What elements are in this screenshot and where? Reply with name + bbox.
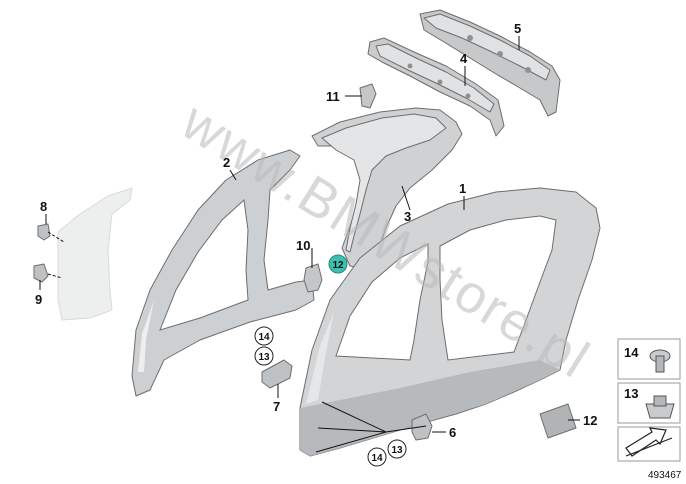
callout-10[interactable]: 10 <box>296 238 310 253</box>
part-9-bracket[interactable] <box>33 263 49 283</box>
faded-a-pillar <box>57 187 133 321</box>
leader-lines <box>39 36 580 453</box>
clip-nut-icon <box>645 395 675 419</box>
callout-9[interactable]: 9 <box>35 292 42 307</box>
part-7-bracket[interactable] <box>261 359 293 389</box>
arrow-icon <box>625 427 673 457</box>
document-number: 493467 <box>648 470 682 481</box>
circled-13-upper-label: 13 <box>258 352 270 363</box>
callout-7[interactable]: 7 <box>273 399 280 414</box>
callout-11[interactable]: 11 <box>326 89 340 104</box>
part-12-patch[interactable] <box>539 403 577 439</box>
callout-12-highlighted-label: 12 <box>332 260 344 271</box>
circled-13-lower-label: 13 <box>391 445 403 456</box>
circled-callout-14-lower[interactable]: 14 <box>367 447 387 467</box>
part-11-bracket[interactable] <box>359 83 377 109</box>
callout-12[interactable]: 12 <box>583 413 597 428</box>
circled-callout-13-upper[interactable]: 13 <box>254 346 274 366</box>
part-8-bracket[interactable] <box>37 223 51 241</box>
part-4-rear-inner-panel[interactable] <box>367 37 505 137</box>
circled-14-lower-label: 14 <box>371 453 383 464</box>
part-10-reinforcement[interactable] <box>303 263 323 293</box>
legend-arrow-box <box>617 426 681 462</box>
legend-item-14[interactable]: 14 <box>617 338 681 380</box>
callout-12-highlighted[interactable]: 12 <box>328 254 348 274</box>
bolt-icon <box>649 349 671 373</box>
legend-14-label: 14 <box>624 345 639 360</box>
callout-8[interactable]: 8 <box>40 199 47 214</box>
callout-1[interactable]: 1 <box>459 181 466 196</box>
circled-callout-13-lower[interactable]: 13 <box>387 439 407 459</box>
callout-3[interactable]: 3 <box>404 209 411 224</box>
part-3-rear-quarter[interactable] <box>311 107 463 271</box>
part-callouts: 5 4 11 3 1 2 10 8 9 7 6 12 <box>35 21 597 440</box>
legend-item-13[interactable]: 13 <box>617 382 681 424</box>
legend-13-label: 13 <box>624 386 638 401</box>
part-2-inner-side-frame[interactable] <box>131 149 315 397</box>
part-5-rear-panel[interactable] <box>419 9 561 117</box>
circled-callout-14-upper[interactable]: 14 <box>254 326 274 346</box>
circled-14-upper-label: 14 <box>258 332 270 343</box>
callout-6[interactable]: 6 <box>449 425 456 440</box>
part-1-outer-side-frame[interactable] <box>299 187 601 457</box>
callout-2[interactable]: 2 <box>223 155 230 170</box>
callout-4[interactable]: 4 <box>460 51 468 66</box>
callout-5[interactable]: 5 <box>514 21 521 36</box>
